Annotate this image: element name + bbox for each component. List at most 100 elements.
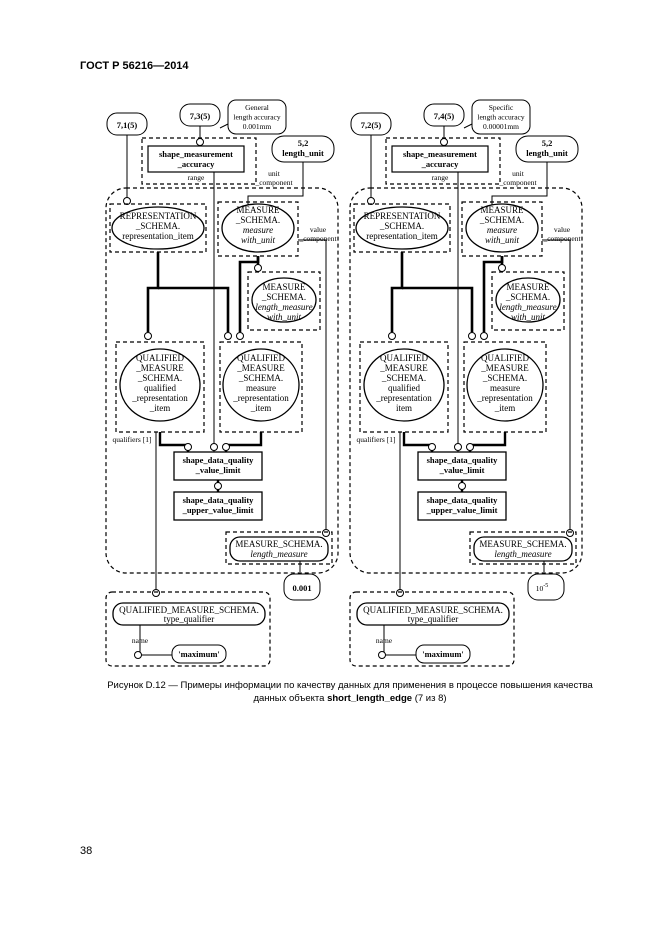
left-mrep-inherit-a xyxy=(158,286,230,332)
right-ref-a-label: 7,2(5) xyxy=(361,120,382,130)
left-lmwu-line: MEASURE xyxy=(262,282,306,292)
right-value-comp-line: _component xyxy=(542,234,581,243)
right-mrep-inherit-end-a xyxy=(468,332,476,340)
left-value-conn xyxy=(298,239,327,530)
right-mrep-inherit-end-b xyxy=(480,332,488,340)
right-maximum-box xyxy=(415,644,471,664)
right-qrep-line: _SCHEMA. xyxy=(381,373,426,383)
right-mwu-line: MEASURE xyxy=(480,205,524,215)
left-mrep-line: QUALIFIED xyxy=(237,353,285,363)
right-mrep-inherit-a xyxy=(402,286,474,332)
right-value-comp-line: value xyxy=(554,225,571,234)
right-value-base: 10 xyxy=(536,584,544,593)
left-rep-line: _SCHEMA. xyxy=(135,221,180,231)
left-mwu-line: _SCHEMA. xyxy=(235,215,280,225)
right-mrep-line: _SCHEMA. xyxy=(482,373,527,383)
right-mrep-line: _item xyxy=(494,403,516,413)
right-tq-box xyxy=(356,602,510,626)
right-mrep-oval xyxy=(466,348,544,422)
left-rep-line: REPRESENTATION xyxy=(120,211,197,221)
left-ref-unit-line: 5,2 xyxy=(298,138,309,148)
caption-entity: short_length_edge xyxy=(327,693,413,704)
left-mrep-to-sdq xyxy=(224,432,263,452)
right-rep-line: representation_item xyxy=(366,231,437,241)
right-mwu-line: _SCHEMA. xyxy=(479,215,524,225)
right-rep-line: REPRESENTATION xyxy=(364,211,441,221)
left-lmwu-oval xyxy=(251,277,317,323)
left-value-comp-line: value xyxy=(310,225,327,234)
right-name-conn-end xyxy=(378,651,386,659)
right-rep-oval xyxy=(355,206,449,250)
left-qrep-oval xyxy=(119,348,201,422)
left-mwu-line: measure xyxy=(243,225,273,235)
right-main-frame xyxy=(349,187,583,574)
right-qual-conn-end xyxy=(396,589,404,597)
right-qrep-inherit-end xyxy=(388,332,396,340)
left-lm-line: MEASURE_SCHEMA. xyxy=(235,539,322,549)
right-qrep-to-sdq xyxy=(402,432,434,452)
left-sma-box xyxy=(147,145,245,173)
left-mwu-frame xyxy=(217,201,299,257)
right-lm-line: length_measure xyxy=(494,549,551,559)
left-lmwu-line: _SCHEMA. xyxy=(261,292,306,302)
left-rep-line: representation_item xyxy=(122,231,193,241)
right-ref-b-label: 7,4(5) xyxy=(434,111,455,121)
right-callout-box xyxy=(471,99,531,135)
right-qrep-oval xyxy=(363,348,445,422)
left-qrep-frame xyxy=(115,341,205,433)
left-unit-comp-line: unit xyxy=(268,169,281,178)
caption-line2-prefix: данных объекта xyxy=(253,693,325,704)
left-qrep-to-sdq-end xyxy=(184,443,192,451)
caption-line-2: данных объекта short_length_edge (7 из 8… xyxy=(80,692,620,705)
left-mrep-line: _SCHEMA. xyxy=(238,373,283,383)
right-mrep-line: _MEASURE xyxy=(480,363,529,373)
right-sma-box xyxy=(391,145,489,173)
left-lm-frame xyxy=(225,531,333,565)
right-lmwu-frame xyxy=(491,271,565,331)
right-mrep-line: QUALIFIED xyxy=(481,353,529,363)
left-range-conn-end xyxy=(210,443,218,451)
right-rep-line: _SCHEMA. xyxy=(379,221,424,231)
left-mrep-inherit-end-a xyxy=(224,332,232,340)
right-lm-line: MEASURE_SCHEMA. xyxy=(479,539,566,549)
right-sdq-line: _value_limit xyxy=(439,465,485,475)
right-sdqu-line: _upper_value_limit xyxy=(426,505,498,515)
left-tq-frame xyxy=(105,591,271,667)
left-callout-box xyxy=(227,99,287,135)
right-callout-line: length accuracy xyxy=(477,113,525,122)
right-lmwu-line: with_unit xyxy=(511,312,546,322)
left-mrep-line: _MEASURE xyxy=(236,363,285,373)
left-qrep-inherit-end xyxy=(144,332,152,340)
left-ref-b-label: 7,3(5) xyxy=(190,111,211,121)
right-lmwu-line: _SCHEMA. xyxy=(505,292,550,302)
left-mrep-inherit-end-b xyxy=(236,332,244,340)
left-ref-a-label: 7,1(5) xyxy=(117,120,138,130)
left-name-conn-end xyxy=(134,651,142,659)
left-rep-oval xyxy=(111,206,205,250)
caption-line-1: Рисунок D.12 — Примеры информации по кач… xyxy=(107,680,593,691)
right-lm-box xyxy=(473,536,573,562)
left-qrep-line: _SCHEMA. xyxy=(137,373,182,383)
right-lm-frame xyxy=(469,531,577,565)
right-mrep-inherit-b xyxy=(482,256,504,332)
right-unit-comp-line: unit xyxy=(512,169,525,178)
left-mrep-to-sdq-end xyxy=(222,443,230,451)
right-qrep-line: QUALIFIED xyxy=(380,353,428,363)
left-tq-line: QUALIFIED_MEASURE_SCHEMA. xyxy=(119,605,259,615)
left-qrep-line: qualified xyxy=(144,383,176,393)
left-mwu-oval xyxy=(221,203,295,253)
left-lmwu-line: with_unit xyxy=(267,312,302,322)
left-qual-conn-end xyxy=(152,589,160,597)
left-sma-line: _accuracy xyxy=(177,159,216,169)
right-qrep-inherit xyxy=(390,252,404,332)
left-conn-ref-b-end xyxy=(196,138,204,146)
left-sdqu-line: shape_data_quality xyxy=(183,495,255,505)
left-sma-line: shape_measurement xyxy=(159,149,233,159)
right-callout-line: 0.00001mm xyxy=(483,122,519,131)
left-value-label: 0.001 xyxy=(292,583,311,593)
caption-suffix: (7 из 8) xyxy=(414,693,447,704)
page-number: 38 xyxy=(80,845,93,857)
